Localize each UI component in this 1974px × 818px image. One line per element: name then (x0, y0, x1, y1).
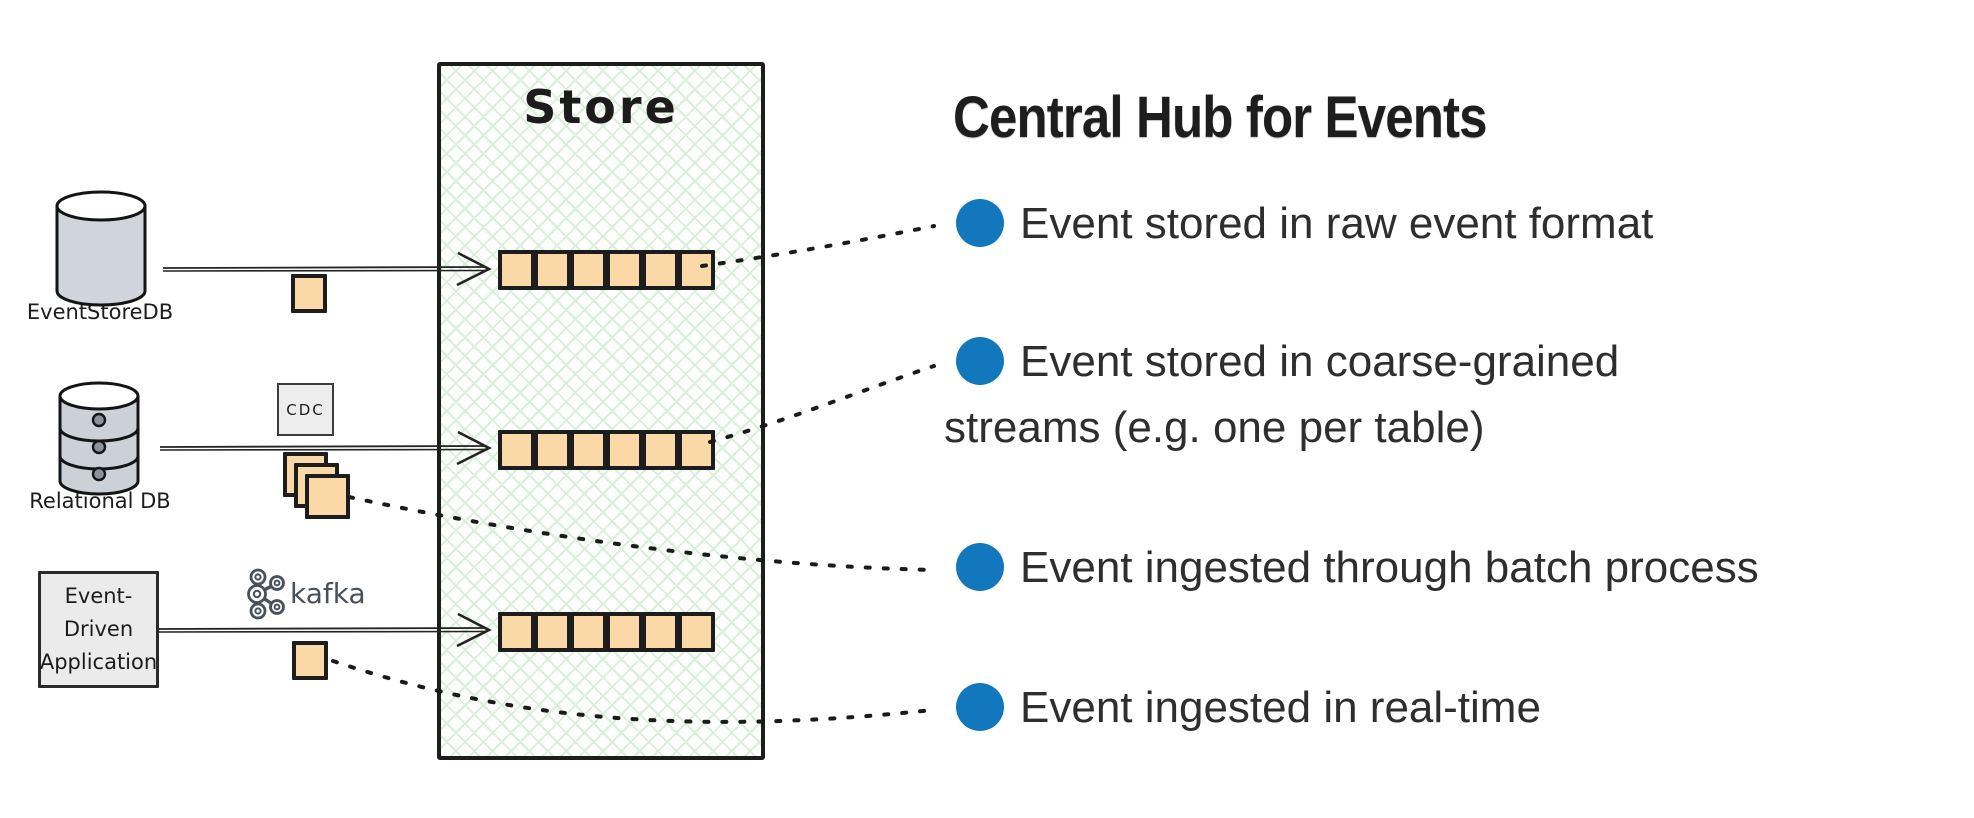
stream-raw-events (498, 250, 715, 290)
bullet-text: Event ingested through batch process (1020, 543, 1759, 592)
page-title: Central Hub for Events (953, 85, 1488, 150)
event-square (678, 430, 715, 470)
event-square (534, 612, 571, 652)
event-square (606, 250, 643, 290)
eventstoredb-cylinder-icon (55, 190, 147, 307)
bullet-dot-icon (956, 683, 1004, 732)
bullet-dot-icon (956, 543, 1004, 592)
event-square-raw (291, 274, 327, 313)
event-square-realtime (292, 641, 328, 680)
event-square (678, 612, 715, 652)
eventstoredb-label: EventStoreDB (26, 300, 174, 324)
event-driven-application-box: Event- Driven Application (38, 571, 159, 688)
kafka-label: kafka (290, 577, 366, 610)
event-square (498, 612, 535, 652)
app-label-line: Driven (63, 617, 134, 641)
bullet-text: Event stored in raw event format (1020, 199, 1654, 248)
event-square (642, 612, 679, 652)
bullet-dot-icon (956, 199, 1004, 248)
cdc-label: CDC (286, 400, 325, 419)
store-title: Store (523, 80, 679, 134)
bullet-real-time: Event ingested in real-time (944, 675, 1924, 741)
event-square (498, 250, 535, 290)
bullet-dot-icon (956, 337, 1004, 386)
event-square (642, 430, 679, 470)
stream-coarse-grained (498, 430, 715, 470)
event-store-container: Store (437, 62, 765, 760)
event-square (570, 250, 607, 290)
relational-db-label: Relational DB (29, 489, 171, 513)
event-square-batch-front (305, 474, 350, 519)
bullet-text: Event stored in coarse-grained (1020, 337, 1620, 386)
event-square (642, 250, 679, 290)
event-square (534, 250, 571, 290)
event-square (606, 612, 643, 652)
event-square (606, 430, 643, 470)
bullet-raw-format: Event stored in raw event format (944, 191, 1924, 257)
event-square (570, 430, 607, 470)
relational-db-cylinder-icon (58, 381, 140, 496)
bullet-batch-process: Event ingested through batch process (944, 535, 1924, 601)
event-square (534, 430, 571, 470)
event-square (570, 612, 607, 652)
event-square (678, 250, 715, 290)
app-label-line: Application (39, 650, 158, 674)
event-square (498, 430, 535, 470)
kafka-icon (247, 568, 285, 620)
cdc-processor-box: CDC (277, 383, 334, 436)
stream-real-time (498, 612, 715, 652)
bullet-text: streams (e.g. one per table) (944, 403, 1485, 452)
bullet-text: Event ingested in real-time (1020, 683, 1541, 732)
bullet-coarse-grained: Event stored in coarse-grained streams (… (944, 329, 1924, 461)
app-label-line: Event- (64, 584, 133, 608)
